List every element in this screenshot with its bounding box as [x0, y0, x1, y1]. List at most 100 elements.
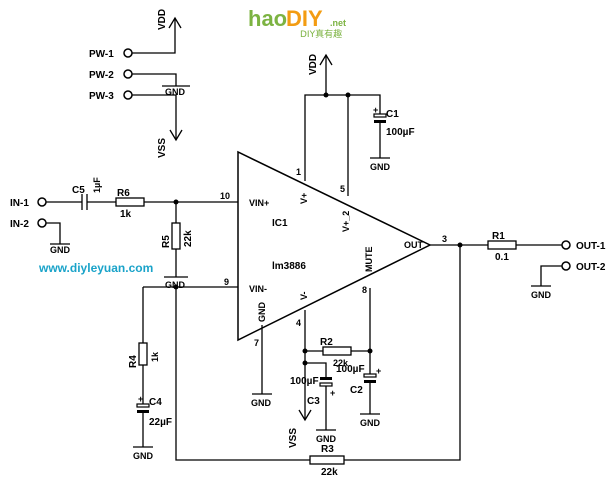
vdd-top-arrow: [168, 16, 182, 29]
vminus-supply: VSS R2 22k + 100µF C3 GND + 100µF C2 GND: [288, 288, 381, 448]
in1-pin[interactable]: [37, 197, 47, 207]
in2-pin[interactable]: [37, 218, 47, 228]
logo-brand-part2: DIY: [286, 6, 323, 31]
r2-ref: R2: [320, 337, 333, 348]
c1-plus: +: [373, 105, 378, 115]
pin3-num: 3: [442, 234, 447, 244]
pin5-num: 5: [340, 184, 345, 194]
c4-gnd-label: GND: [133, 451, 154, 461]
ic-gnd-pin: GND: [251, 325, 272, 408]
r1-resistor: [487, 240, 517, 250]
r2-value: 22k: [333, 358, 349, 368]
r3-value: 22k: [321, 467, 338, 478]
c2-plate1: [363, 373, 377, 378]
c1-gnd-label: GND: [370, 162, 391, 172]
out2-wire: [540, 265, 562, 286]
ic1-triangle: [237, 150, 432, 342]
c2-ref: C2: [350, 385, 363, 396]
in1-label: IN-1: [10, 198, 29, 209]
vdd-top-wire: [130, 18, 176, 54]
power-section: VDD PW-1 PW-2 GND PW-3 VSS: [89, 9, 190, 158]
mute-wire: [351, 288, 371, 352]
output-section: R1 0.1 OUT-1 OUT-2 GND: [430, 231, 606, 300]
r5-resistor: [171, 222, 181, 250]
c2-plus: +: [376, 366, 381, 376]
c2-plate2: [364, 380, 376, 383]
c1-plate2: [374, 120, 386, 123]
pw3-label: PW-3: [89, 91, 114, 102]
ic1-gnd-label: GND: [257, 302, 267, 323]
c1-plate1: [373, 113, 387, 118]
vss-top-wire: [132, 94, 177, 140]
vss-bottom-label: VSS: [288, 428, 299, 448]
vplus-wire: [304, 94, 381, 181]
r6-resistor: [115, 197, 145, 207]
r4-value: 1k: [150, 351, 160, 362]
out1-pin[interactable]: [561, 240, 571, 250]
c4-plate1: [136, 403, 150, 408]
c3-ref: C3: [307, 396, 320, 407]
pin10-num: 10: [220, 191, 230, 201]
vss-top-label: VSS: [157, 138, 168, 158]
vplus-supply: VDD + C1 100µF GND: [304, 53, 415, 196]
pin9-num: 9: [224, 277, 229, 287]
in2-gnd-label: GND: [50, 245, 71, 255]
feedback-network: R4 1k + C4 22µF GND R3 22k: [128, 245, 461, 478]
ic1-vminus-label: V-: [299, 291, 309, 300]
c4-plate2: [137, 410, 149, 413]
c5-ref: C5: [72, 185, 85, 196]
r3-resistor: [309, 455, 345, 465]
pw2-pin[interactable]: [123, 69, 133, 79]
c5-value: 1µF: [92, 177, 102, 193]
c3-value: 100µF: [290, 376, 319, 387]
r1-value: 0.1: [495, 252, 509, 263]
website-label: www.diyleyuan.com: [38, 261, 153, 275]
pw3-pin[interactable]: [123, 90, 133, 100]
c4-value: 22µF: [149, 417, 172, 428]
ic1-part: lm3886: [272, 261, 306, 272]
c1-value: 100µF: [386, 127, 415, 138]
vplus2-junction: [345, 92, 351, 98]
ic-gnd-label: GND: [251, 398, 272, 408]
in2-wire: [46, 222, 61, 244]
out2-label: OUT-2: [576, 262, 606, 273]
c2-value: 100µF: [336, 364, 365, 375]
pw2-gnd-label: GND: [165, 87, 186, 97]
r6-ref: R6: [117, 188, 130, 199]
ic1-lm3886: VIN+ VIN- IC1 lm3886 OUT V+ V+_2 V- GND …: [220, 150, 447, 348]
pw1-pin[interactable]: [123, 48, 133, 58]
c2-gnd-label: GND: [360, 418, 381, 428]
r3-ref: R3: [321, 444, 334, 455]
c4-plus: +: [138, 394, 143, 404]
out-junction: [457, 242, 463, 248]
c3-plus: +: [330, 388, 335, 398]
ic1-out-label: OUT: [404, 240, 424, 250]
pw2-label: PW-2: [89, 70, 114, 81]
r4-resistor: [138, 342, 148, 366]
ic1-ref: IC1: [272, 218, 288, 229]
logo-tagline: DIY真有趣: [300, 28, 342, 40]
out2-pin[interactable]: [561, 261, 571, 271]
r3-left-wire: [175, 287, 310, 461]
c1-ref: C1: [386, 109, 399, 120]
ic1-vplus2-label: V+_2: [341, 211, 351, 232]
input-section: IN-1 C5 1µF R6 1k R5 22k GND IN-2 GND ww…: [10, 177, 238, 290]
ic1-mute-label: MUTE: [364, 247, 374, 273]
c3-plate1: [320, 377, 332, 380]
vss-bottom-arrow: [298, 409, 312, 422]
c3-top-wire: [305, 362, 327, 377]
vdd-ic-arrow: [319, 53, 333, 66]
vdd-ic-label: VDD: [308, 54, 319, 75]
out2-gnd-label: GND: [531, 290, 552, 300]
pw1-label: PW-1: [89, 49, 114, 60]
vdd-top-label: VDD: [157, 9, 168, 30]
pw2-wire: [132, 73, 177, 86]
pin7-num: 7: [254, 338, 259, 348]
r2-resistor: [322, 346, 352, 356]
ic1-vplus-label: V+: [299, 193, 309, 204]
in2-label: IN-2: [10, 219, 29, 230]
c4-ref: C4: [149, 397, 162, 408]
r5-value: 22k: [183, 230, 194, 247]
